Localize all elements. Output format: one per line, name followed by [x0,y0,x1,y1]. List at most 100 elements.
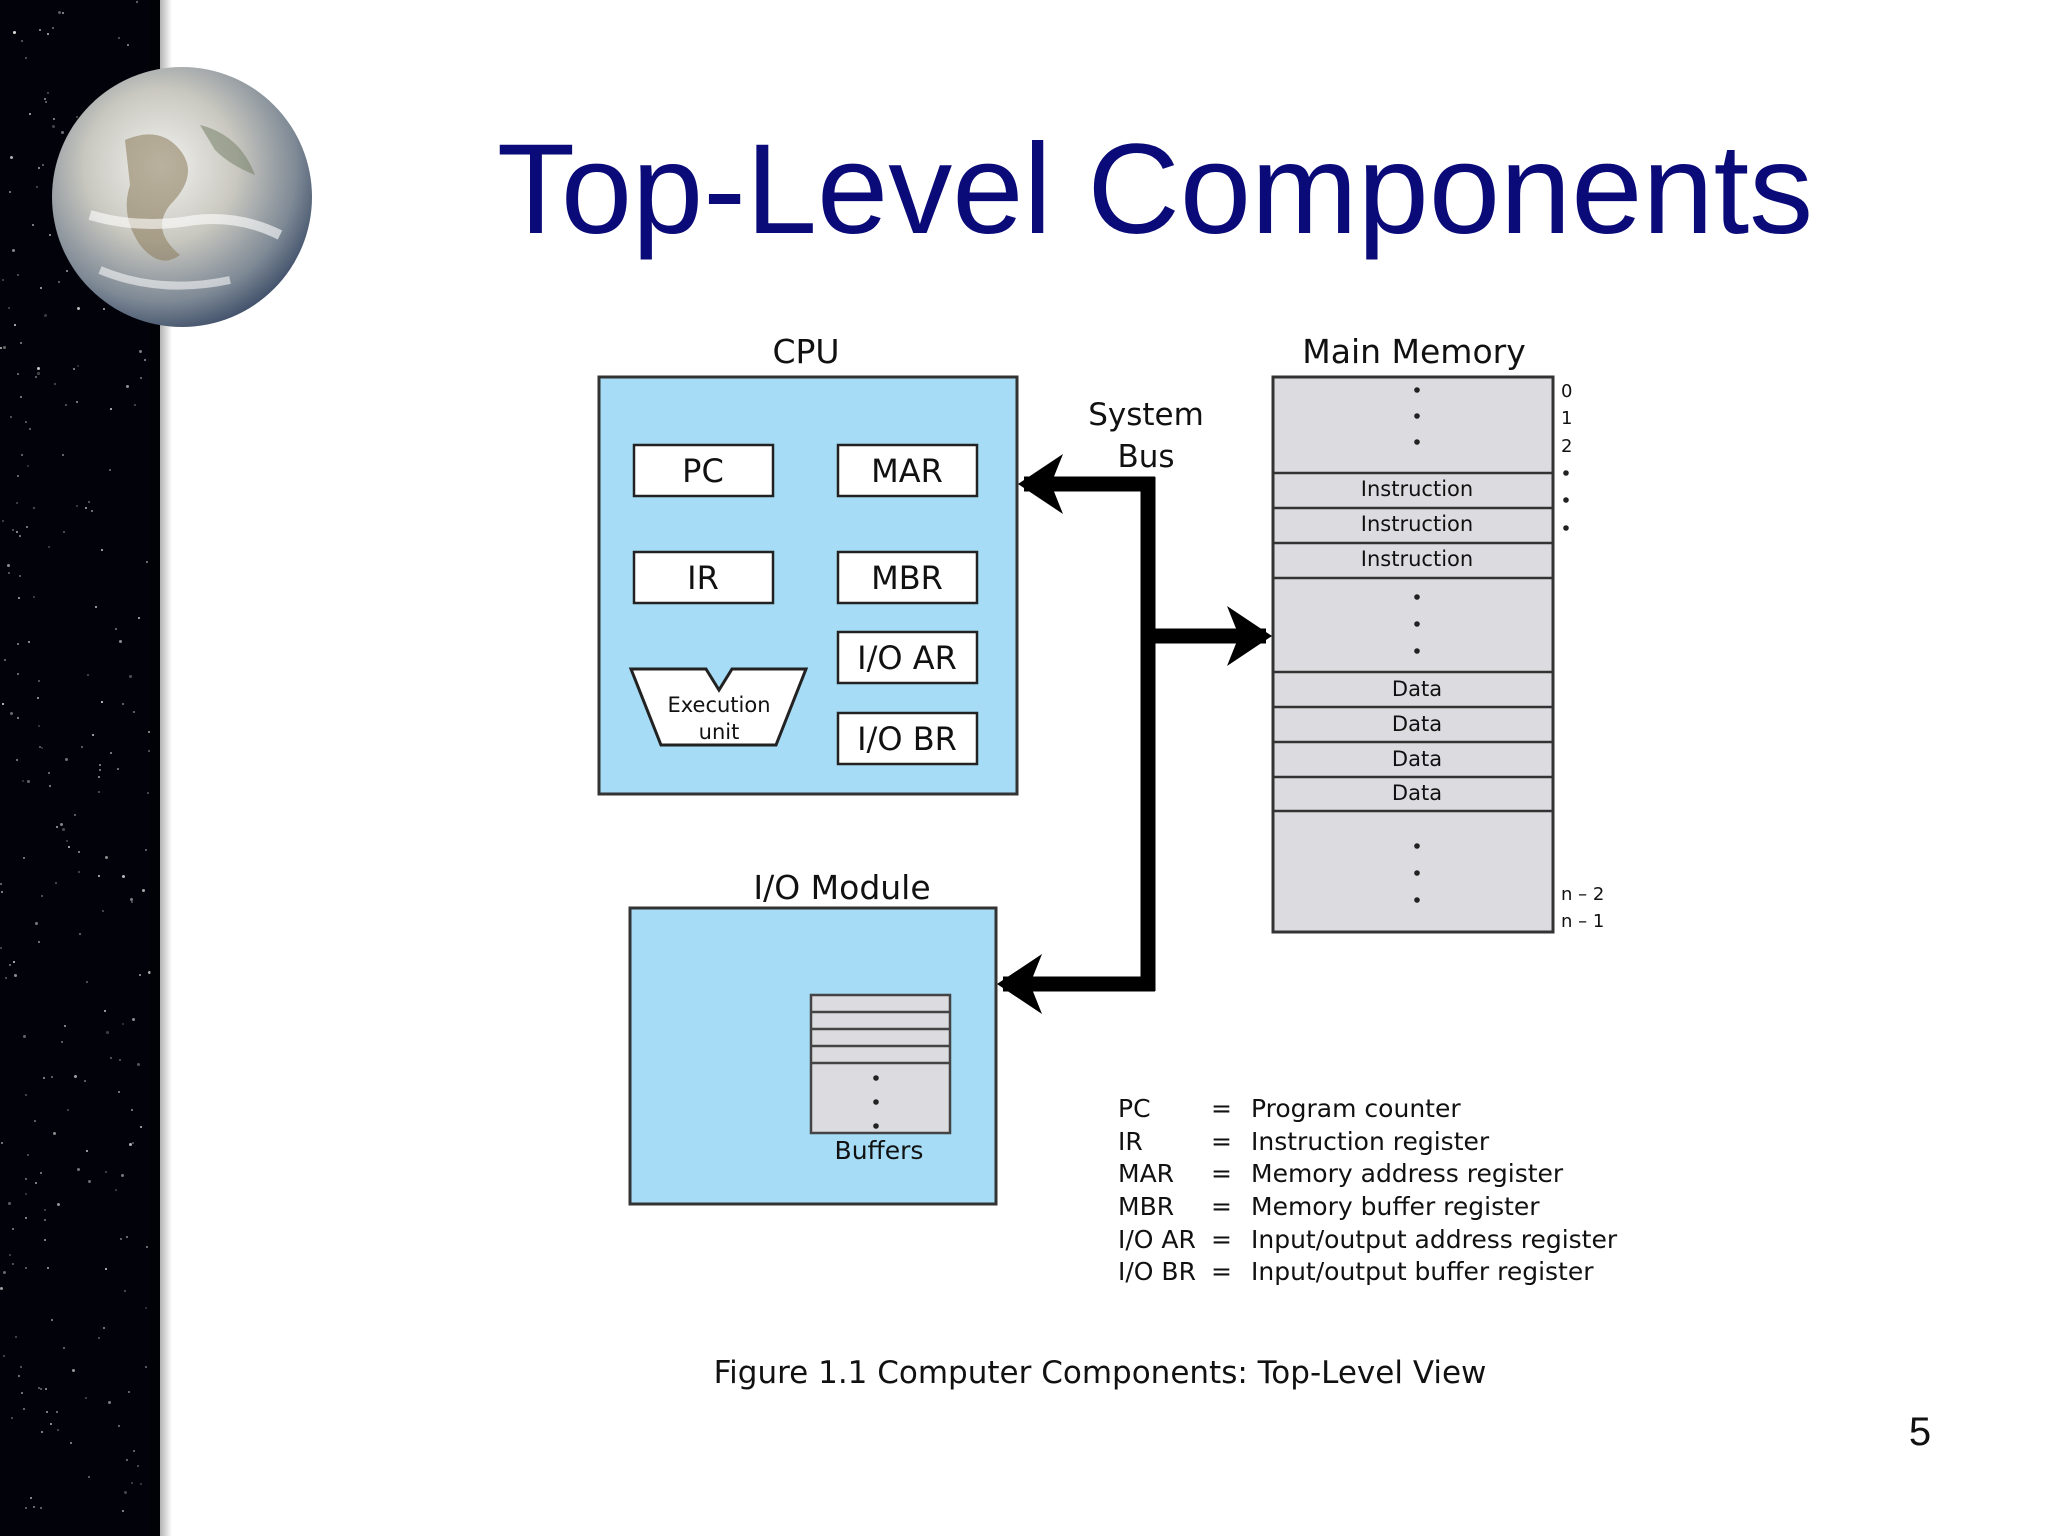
star [10,156,13,159]
star [88,1476,90,1478]
star [26,526,28,528]
star [17,673,19,675]
star [62,828,65,831]
star [21,454,23,456]
star [110,408,112,410]
legend-abbr: IR [1118,1127,1143,1156]
legend-equals: = [1211,1257,1232,1286]
star [8,572,10,574]
star [119,640,122,643]
star [91,510,93,512]
star [98,875,100,877]
star [41,1431,43,1433]
star [3,1271,6,1274]
star [101,549,103,551]
star [56,1411,58,1413]
star [86,981,88,983]
star [19,575,21,577]
star [88,501,90,503]
star [50,1423,52,1425]
memory-data-2: Data [1392,712,1442,736]
star [52,27,54,29]
star [25,421,27,423]
star [147,792,149,794]
star [145,1366,147,1368]
svg-text:I/O AR: I/O AR [857,639,957,677]
star [10,416,12,418]
star [77,1168,80,1171]
star [137,1465,139,1467]
star [76,505,78,507]
svg-text:I/O BR: I/O BR [857,720,957,758]
earth-globe-icon [52,67,312,327]
star [70,1442,72,1444]
star [9,191,11,193]
star [65,758,68,761]
star [146,561,148,563]
star [11,1417,13,1419]
star [131,1109,133,1111]
star [77,307,80,310]
star [140,377,142,379]
star [53,118,55,120]
star [51,1076,53,1078]
star [52,125,55,128]
register-mbr: MBR [836,550,979,605]
star [139,974,141,976]
star [74,1075,77,1078]
star [67,1109,69,1111]
star [49,234,51,236]
star [106,1031,109,1034]
legend-abbr: PC [1118,1094,1151,1123]
star [29,428,31,430]
legend: PC = Program counter IR = Instruction re… [1118,1094,1618,1286]
star [39,746,41,748]
star [46,1411,48,1413]
register-io-ar: I/O AR [836,630,979,685]
star [76,401,78,403]
star [44,1219,46,1221]
star [17,717,19,719]
star [79,933,81,935]
star [142,889,145,892]
star [134,404,136,406]
star [12,1263,14,1265]
star [60,823,63,826]
star [17,373,19,375]
star [87,674,89,676]
system-bus-label-line1: System [1088,397,1204,433]
star [131,901,133,903]
star [42,164,44,166]
star [77,365,79,367]
star [0,347,2,349]
register-ir: IR [632,550,775,605]
star [38,725,40,727]
star [5,977,7,979]
star [25,1217,27,1219]
star [49,785,51,787]
star [40,1507,42,1509]
star [78,871,80,873]
star [124,1491,127,1494]
star [44,314,47,317]
star [47,1267,49,1269]
star [8,1202,11,1205]
star [27,780,30,783]
star [20,342,22,344]
star [38,1387,40,1389]
star [38,941,40,943]
star [74,814,76,816]
star [108,1401,111,1404]
memory-data-3: Data [1392,747,1442,771]
star [126,385,129,388]
star [124,1290,126,1292]
star [58,11,61,14]
star [37,367,40,370]
star [35,1182,37,1184]
sidebar-shadow [150,0,172,1536]
star [3,1355,5,1357]
svg-text:MBR: MBR [871,559,943,597]
star [22,780,24,782]
page-number: 5 [1908,1410,1932,1454]
star [98,791,100,793]
